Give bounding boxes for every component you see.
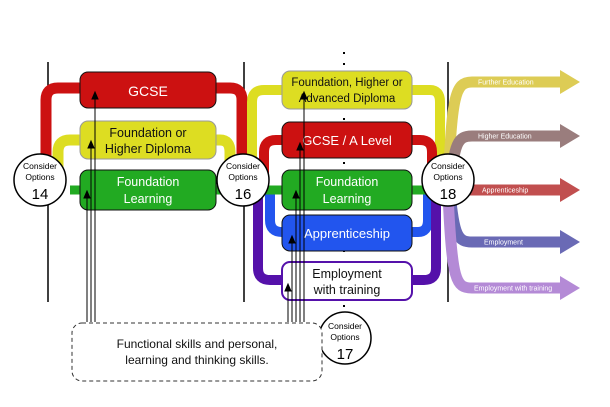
options-circle-17[interactable]: Consider Options 17 <box>318 311 372 365</box>
options-circle <box>421 153 475 207</box>
options-label-line1: Consider <box>431 161 465 171</box>
destination-label: Higher Education <box>478 134 532 141</box>
options-age: 17 <box>337 346 354 363</box>
foundation-learning-box[interactable] <box>281 169 413 211</box>
arrowhead <box>284 282 292 292</box>
stage1-boxes: GCSE Foundation or Higher Diploma Founda… <box>79 71 217 211</box>
options-circle-14[interactable]: Consider Options 14 <box>13 153 67 207</box>
diploma-box-label-line2: Higher Diploma <box>105 142 191 156</box>
functional-skills-frame <box>71 322 323 382</box>
arrowhead <box>560 276 580 300</box>
options-label-line2: Options <box>228 172 257 182</box>
functional-skills-box: Functional skills and personal, learning… <box>71 322 323 382</box>
employment-with-training-arrow <box>442 193 562 294</box>
skill-arrows <box>83 90 308 322</box>
functional-skills-line1: Functional skills and personal, <box>117 337 278 351</box>
apprenticeship-label: Apprenticeship <box>304 226 390 241</box>
diploma-box-label-line1: Foundation or <box>109 126 186 140</box>
options-circle <box>13 153 67 207</box>
options-label-line2: Options <box>25 172 54 182</box>
advanced-diploma-box[interactable] <box>281 70 413 110</box>
diploma-box[interactable] <box>79 120 217 160</box>
arrowhead <box>83 189 91 199</box>
gcse-alevel-box[interactable] <box>281 121 413 159</box>
foundation-learning-label-line1: Foundation <box>117 175 180 189</box>
foundation-learning-box[interactable] <box>79 169 217 211</box>
purple-flow-loop <box>253 190 441 285</box>
options-circle-16[interactable]: Consider Options 16 <box>216 153 270 207</box>
blue-flow-loop <box>265 190 433 237</box>
gcse-box-label: GCSE <box>128 83 168 99</box>
functional-skills-line2: learning and thinking skills. <box>125 353 268 367</box>
red-flow-loop <box>40 82 248 190</box>
destination-label: Apprenticeship <box>482 188 528 195</box>
options-age: 18 <box>440 186 457 203</box>
options-label-line1: Consider <box>226 161 260 171</box>
options-age: 14 <box>32 186 49 203</box>
arrowhead <box>300 90 308 100</box>
gcse-alevel-label: GCSE / A Level <box>302 133 392 148</box>
options-label-line1: Consider <box>23 161 57 171</box>
employment-training-label-line2: with training <box>313 283 381 297</box>
yellow-flow-loop <box>52 134 236 190</box>
options-label-line2: Options <box>330 332 359 342</box>
options-age: 16 <box>235 186 252 203</box>
employment-training-label-line1: Employment <box>312 267 382 281</box>
arrowhead <box>560 70 580 94</box>
foundation-learning-label-line1: Foundation <box>316 175 379 189</box>
arrowhead <box>91 90 99 100</box>
foundation-learning-label-line2: Learning <box>124 192 173 206</box>
arrowhead <box>560 124 580 148</box>
destination-labels: Further Education Higher Education Appre… <box>474 80 552 293</box>
options-label-line1: Consider <box>328 321 362 331</box>
stage2-flows <box>247 85 445 285</box>
destination-label: Employment with training <box>474 286 552 293</box>
stage1-flows <box>40 82 248 190</box>
employment-training-box[interactable] <box>281 261 413 301</box>
arrowhead <box>560 178 580 202</box>
options-label-line2: Options <box>433 172 462 182</box>
advanced-diploma-label-line2: Advanced Diploma <box>299 93 396 105</box>
gcse-box[interactable] <box>79 71 217 109</box>
arrowhead <box>292 189 300 199</box>
options-circle-18[interactable]: Consider Options 18 <box>421 153 475 207</box>
arrowhead <box>288 234 296 244</box>
apprenticeship-box[interactable] <box>281 214 413 252</box>
arrowhead <box>560 230 580 254</box>
destination-label: Further Education <box>478 80 534 87</box>
arrowhead <box>296 141 304 151</box>
yellow-flow-loop <box>247 85 445 190</box>
arrowhead <box>87 139 95 149</box>
options-circle <box>216 153 270 207</box>
foundation-learning-label-line2: Learning <box>323 192 372 206</box>
destination-label: Employment <box>484 240 523 247</box>
employment-arrow <box>444 191 562 248</box>
advanced-diploma-label-line1: Foundation, Higher or <box>291 77 402 89</box>
stage2-boxes: Foundation, Higher or Advanced Diploma G… <box>281 70 413 301</box>
red-flow-loop <box>259 135 437 190</box>
